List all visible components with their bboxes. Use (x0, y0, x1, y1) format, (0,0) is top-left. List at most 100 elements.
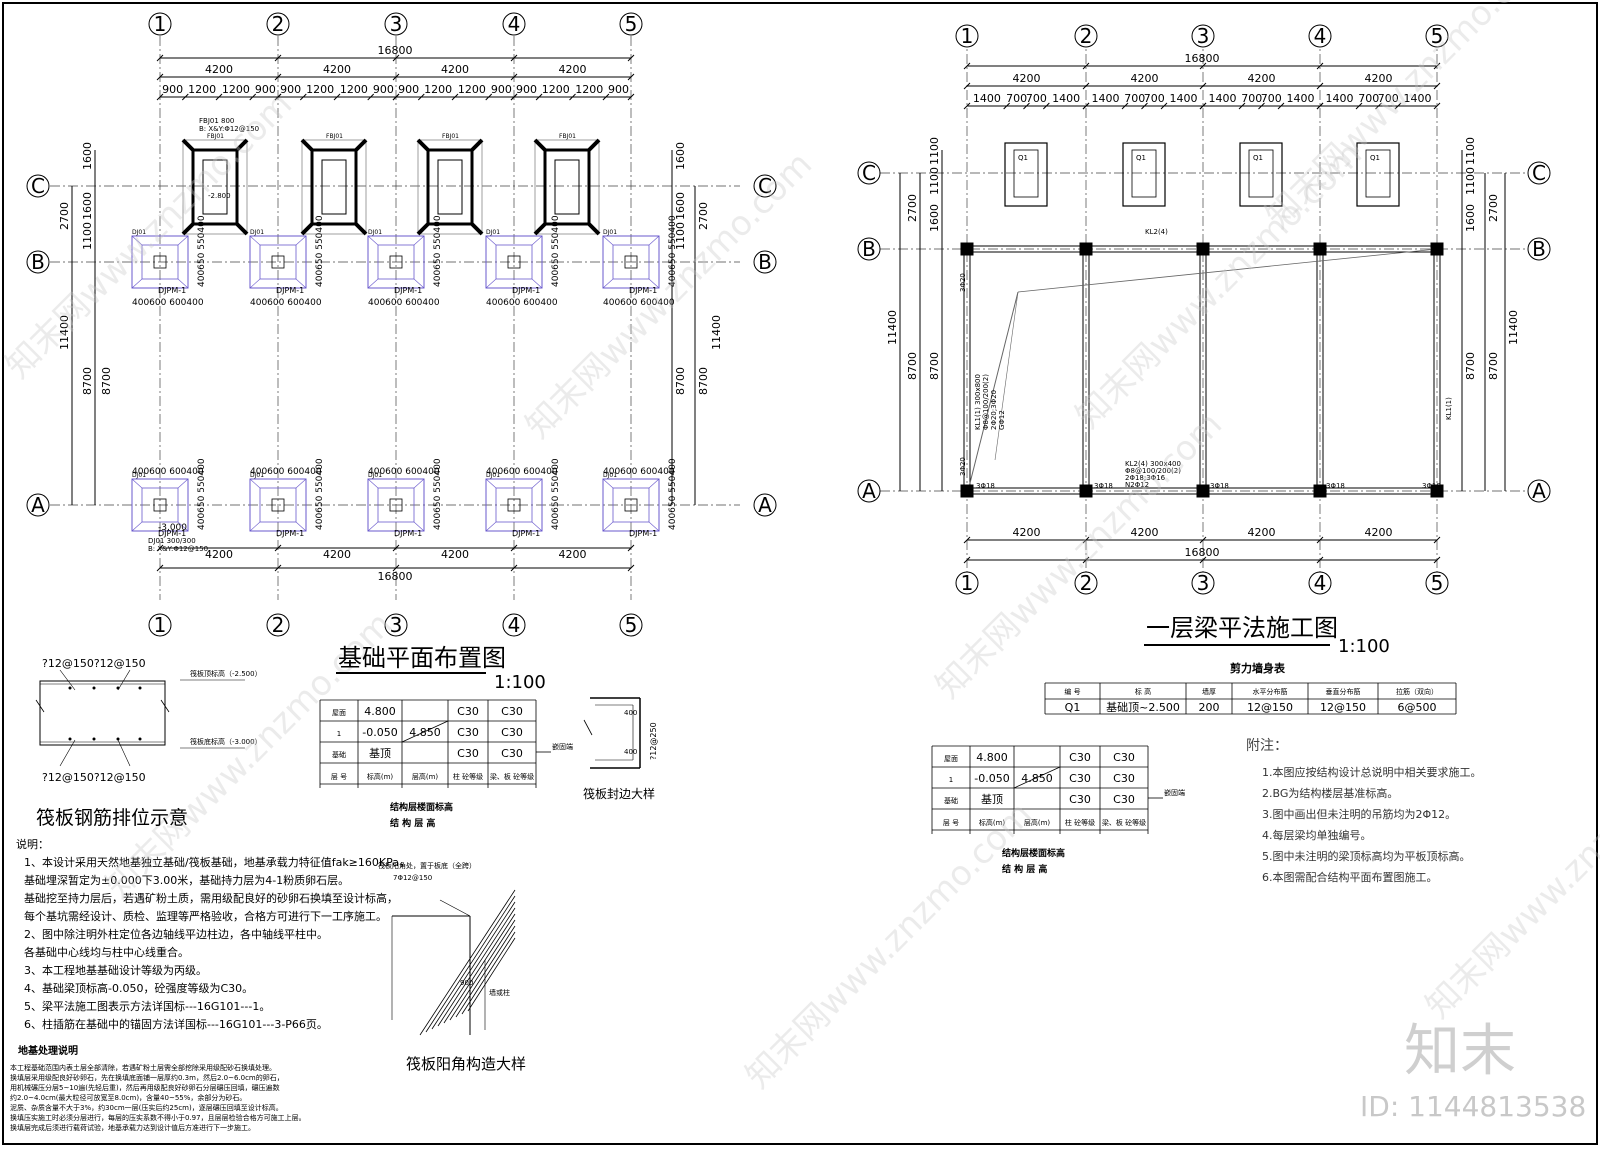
side-label: 嵌固端 (1164, 788, 1185, 797)
rebar-dot (138, 686, 142, 690)
floor-table-left-footer: 标高(m) (367, 772, 394, 781)
dim-tick (274, 544, 282, 552)
raft-note: B: X&Y:Φ12@150 (199, 125, 259, 133)
corner-haunch (300, 138, 314, 152)
axis-bubble-B-label: B (1532, 237, 1546, 261)
note-left-line: 每个基坑需经设计、质检、监理等严格验收，合格方可进行下一工序施工。 (24, 909, 387, 923)
dim-tick (156, 544, 164, 552)
beam-label: KL2(4) (1145, 228, 1168, 236)
column (1196, 242, 1210, 256)
footing-dims-v: 400650 550400 (433, 458, 443, 530)
shear-wall (1248, 149, 1274, 198)
edge (485, 278, 497, 289)
dim-sub: 900 (398, 83, 419, 96)
bar-label: 3Φ18 (976, 482, 995, 490)
axis-bubble-4 (502, 613, 526, 637)
axis-bubble-C (1527, 161, 1551, 185)
wall-code: Q1 (1253, 154, 1263, 162)
axis-bubble-4-label: 4 (508, 12, 521, 36)
footing-code: DJ01 (132, 229, 146, 236)
dim-tick (1277, 102, 1285, 110)
foundation-plan-scale: 1:100 (494, 672, 546, 693)
dim-tick (510, 54, 518, 62)
floor-table-left-cell: C30 (501, 747, 523, 760)
footing-dims-v: 400650 550400 (315, 458, 325, 530)
floor-table-left-cell: 基顶 (369, 747, 391, 760)
dim-tick (1082, 82, 1090, 90)
dim-tick (963, 536, 971, 544)
edge (249, 478, 261, 489)
shear-wall (1131, 149, 1157, 198)
floor-table-right-cell: 屋面 (944, 755, 958, 763)
footing-dims-v: 400650 550400 (668, 215, 678, 287)
diag-rebar (419, 889, 516, 1036)
footing-dims: 400600 600400 (132, 467, 204, 477)
shear-wall-table-title: 剪力墙身表 (1230, 661, 1286, 675)
footing-dims: 400600 600400 (250, 298, 322, 308)
dim-sub: 1200 (458, 83, 486, 96)
shear-wall-header: 水平分布筋 (1253, 687, 1288, 696)
note-left-line: 4、基础梁顶标高-0.050，砼强度等级为C30。 (24, 981, 253, 995)
axis-bubble-5-label: 5 (1431, 24, 1444, 48)
edge (531, 521, 543, 532)
dim-tick (1023, 102, 1030, 110)
dim-tick (392, 54, 400, 62)
note-left-sub: 换填压实施工时必须分层进行，每层的压实系数不得小于0.97，且层层检验合格方可施… (10, 1113, 306, 1122)
bar-label: 3Φ18 (1326, 482, 1345, 490)
beam-plan-title: 一层梁平法施工图 (1146, 614, 1338, 642)
edge (602, 235, 614, 246)
axis-bubble-C-label: C (31, 174, 45, 198)
floor-table-left-cell: C30 (457, 726, 479, 739)
footing-dims: 400600 600400 (603, 298, 675, 308)
corner-haunch (533, 222, 547, 236)
fbj-label: FBJ01 (559, 133, 576, 140)
notes-right-heading: 附注： (1246, 738, 1288, 754)
edge (485, 235, 497, 246)
raft-detail-title: 筏板钢筋排位示意 (36, 807, 188, 829)
dim-tick (392, 93, 400, 101)
column (437, 159, 463, 215)
side-label: 嵌固端 (552, 742, 573, 751)
axis-bubble-3 (384, 12, 408, 36)
axis-bubble-3-label: 3 (390, 613, 403, 637)
dim-sub: 1400 (1326, 92, 1354, 105)
diag-rebar (467, 937, 516, 1012)
edge (367, 478, 379, 489)
dim-row: 1600 (674, 142, 687, 170)
pit-wall (310, 148, 358, 226)
diag-rebar (443, 913, 516, 1024)
axis-bubble-1 (148, 613, 172, 637)
dim-tick (963, 62, 971, 70)
corner-haunch (470, 138, 484, 152)
dim-tick (510, 544, 518, 552)
dim-tick (485, 93, 493, 101)
dim-tick (1355, 102, 1363, 110)
dim-tick (274, 564, 282, 572)
edge (295, 521, 307, 532)
dim-tick (1394, 102, 1402, 110)
dim-tick (963, 102, 971, 110)
column (202, 159, 228, 215)
dim-sub: 1200 (424, 83, 452, 96)
floor-table-right-footer: 标高(m) (979, 818, 1006, 827)
column (1196, 484, 1210, 498)
dim-sub: 1200 (306, 83, 334, 96)
note-left-sub: 泥质、杂质含量不大于3%，约30cm一层(压实后约25cm)，逐层碾压回填至设计… (10, 1103, 283, 1112)
dim-tick (627, 73, 635, 81)
dim-row: 2700 (697, 202, 710, 230)
dim-row: 8700 (906, 352, 919, 380)
pit-wall (426, 148, 474, 226)
edge (367, 235, 379, 246)
diag-rebar (425, 895, 516, 1033)
raft-bot-rebar: ?12@150?12@150 (42, 771, 146, 784)
floor-table-right-cell: C30 (1069, 772, 1091, 785)
dim-bay: 4200 (559, 548, 587, 561)
floor-table-left-cell: 1 (337, 730, 341, 738)
footing-step (259, 487, 297, 523)
dim-tick (1199, 556, 1207, 564)
edge (413, 235, 425, 246)
corner-haunch (533, 138, 547, 152)
footing-outer (249, 478, 307, 532)
